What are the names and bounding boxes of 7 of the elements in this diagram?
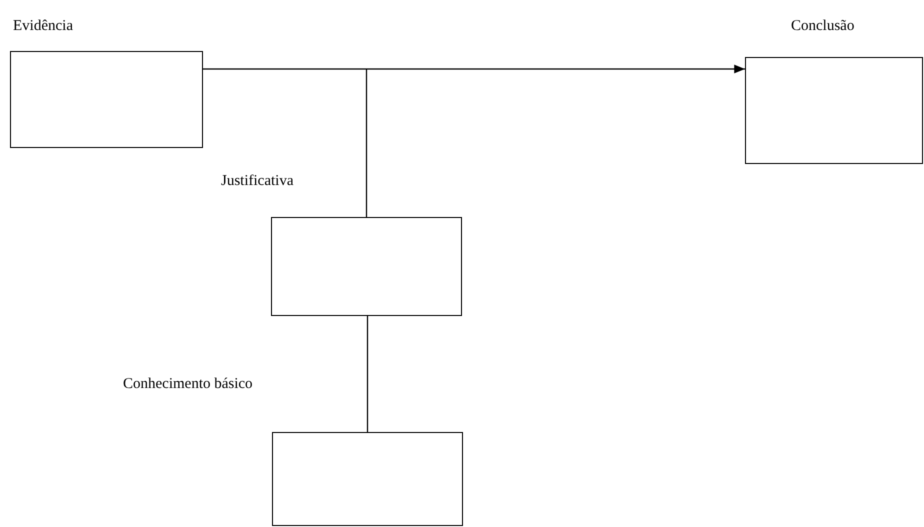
box-heading: Conhecimento básico — [123, 376, 253, 393]
arrow — [203, 64, 745, 74]
box-heading: Evidência — [13, 18, 73, 35]
box-heading: Justificativa — [221, 173, 294, 190]
connector-line — [366, 69, 368, 217]
connector-line — [366, 316, 368, 432]
box-heading: Conclusão — [791, 18, 854, 35]
